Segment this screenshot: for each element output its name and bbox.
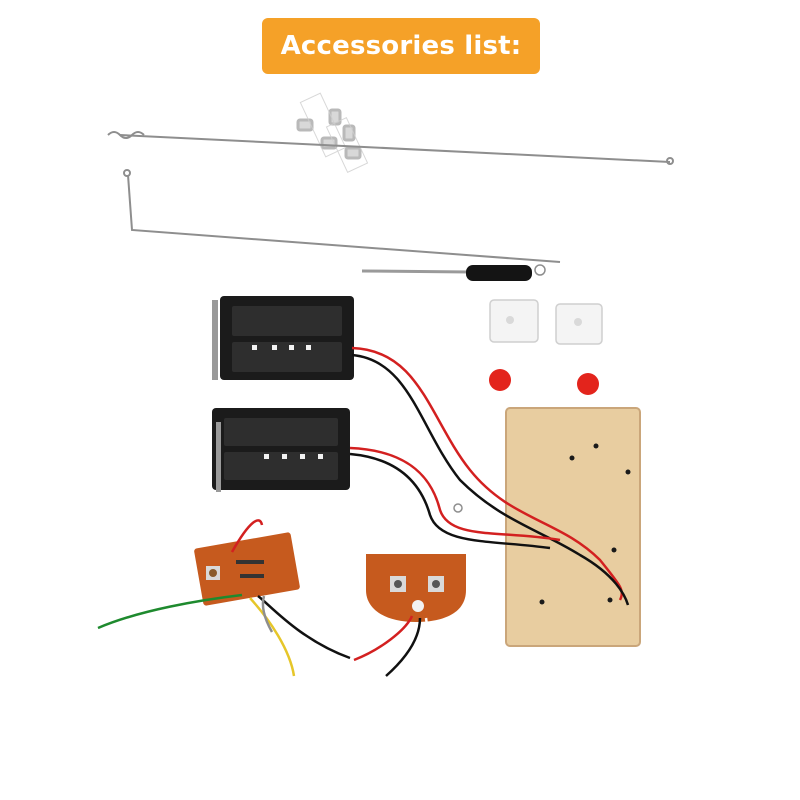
title-banner: Accessories list: <box>262 18 540 74</box>
wire-bundle <box>349 346 630 606</box>
wood-board-icon <box>505 407 641 647</box>
page-title: Accessories list: <box>280 31 522 61</box>
screw-icon <box>296 92 369 173</box>
wire-icon <box>107 131 674 165</box>
battery-holder-icon <box>212 296 354 380</box>
screwdriver-icon <box>361 264 546 281</box>
remote-wires <box>353 615 429 677</box>
button-cap-icon <box>489 369 599 395</box>
rod-icon <box>123 169 561 263</box>
pcb-icon <box>194 532 300 606</box>
battery-holder-icon <box>212 408 350 492</box>
bracket-icon <box>489 299 603 345</box>
receiver-wires <box>97 519 351 677</box>
pcb-icon <box>366 554 466 622</box>
